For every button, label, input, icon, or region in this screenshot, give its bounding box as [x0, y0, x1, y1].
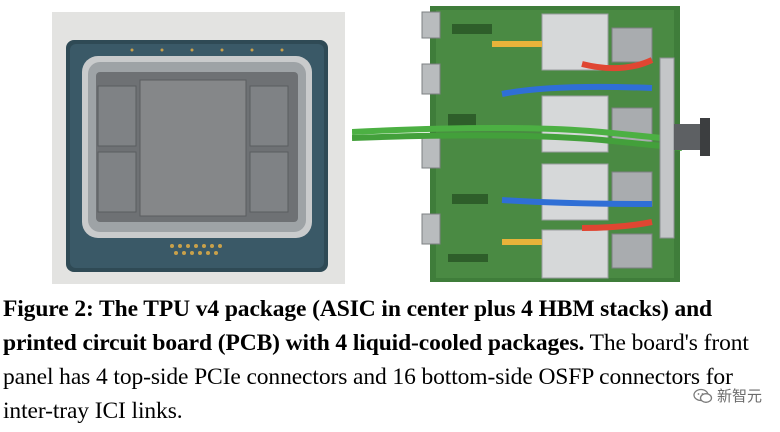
wechat-icon	[693, 388, 713, 403]
watermark-text: 新智元	[716, 387, 762, 405]
caption-bold-text: The TPU v4 package (ASIC in center plus …	[3, 296, 713, 356]
figure-images	[52, 4, 728, 288]
tpu-package-photo	[52, 12, 345, 284]
figure-caption: Figure 2: The TPU v4 package (ASIC in ce…	[3, 292, 778, 428]
watermark: 新智元	[688, 384, 766, 407]
figure-label: Figure 2:	[3, 296, 94, 322]
caption-regular-text: The board's front panel has 4 top-side P…	[3, 330, 749, 424]
pcb-photo	[352, 4, 728, 288]
